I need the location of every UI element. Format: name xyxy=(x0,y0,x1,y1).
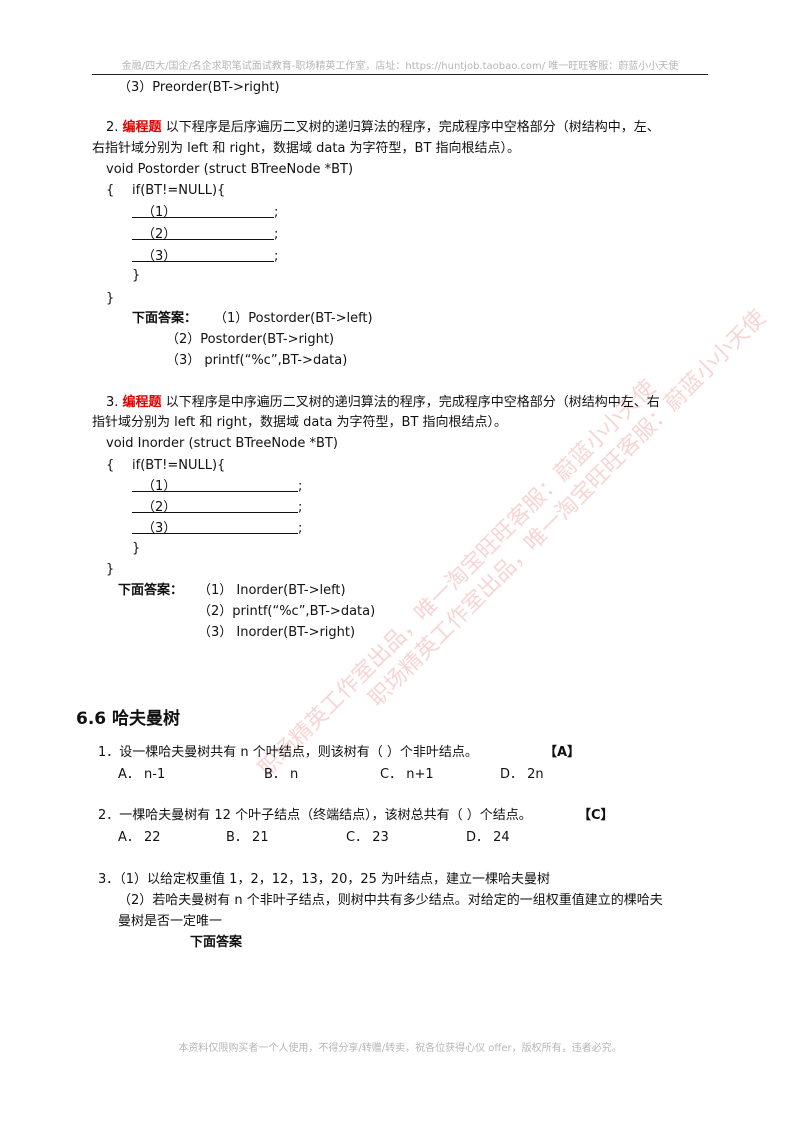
q2-close-inner: } xyxy=(132,268,141,283)
h3-answer-label: 下面答案 xyxy=(190,935,243,950)
q2-blank-3: （3）; xyxy=(132,247,278,267)
q3-number: 3. xyxy=(106,395,119,410)
q3-answer-2: （2）printf(“%c”,BT->data) xyxy=(198,604,376,619)
q3-code-signature: void Inorder (struct BTreeNode *BT) xyxy=(106,436,338,451)
q2-answer-3: （3） printf(“%c”,BT->data) xyxy=(166,353,348,368)
h1-option-b: B． n xyxy=(264,767,299,782)
q3-open-brace: { xyxy=(106,458,115,473)
q3-line2: 指针域分别为 left 和 right，数据域 data 为字符型，BT 指向根… xyxy=(92,415,508,430)
q3-blank-1: （1）; xyxy=(132,477,302,497)
h3-line2: （2）若哈夫曼树有 n 个非叶子结点，则树中共有多少结点。对给定的一组权重值建立… xyxy=(118,893,663,908)
h1-option-d: D． 2n xyxy=(500,767,544,782)
page-header: 金融/四大/国企/名企求职笔试面试教育-职场精英工作室，店址：https://h… xyxy=(121,61,679,72)
q3-blank-3: （3）; xyxy=(132,519,302,539)
q3-close-inner: } xyxy=(132,541,141,556)
q2-answer-2: （2）Postorder(BT->right) xyxy=(166,332,335,347)
h1-option-a: A． n-1 xyxy=(118,767,166,782)
h2-option-a: A． 22 xyxy=(118,830,161,845)
q2-if-line: if(BT!=NULL){ xyxy=(132,183,226,198)
q2-answer-label: 下面答案： xyxy=(132,311,198,326)
h1-option-c: C． n+1 xyxy=(380,767,434,782)
q2-blank-1: （1）; xyxy=(132,203,278,223)
q3-line1: 3. 编程题 以下程序是中序遍历二叉树的递归算法的程序，完成程序中空格部分（树结… xyxy=(106,393,660,413)
q2-close-outer: } xyxy=(106,291,115,306)
q3-answer-label: 下面答案： xyxy=(118,583,184,598)
h2-option-c: C． 23 xyxy=(346,830,389,845)
header-divider xyxy=(92,74,708,75)
q1-answer-3: （3）Preorder(BT->right) xyxy=(118,80,280,95)
h2-option-d: D． 24 xyxy=(466,830,510,845)
q2-answer-1: （1）Postorder(BT->left) xyxy=(214,311,373,326)
q2-text1: 以下程序是后序遍历二叉树的递归算法的程序，完成程序中空格部分（树结构中，左、 xyxy=(161,120,660,135)
q2-tag: 编程题 xyxy=(122,120,162,135)
q3-answer-1: （1） Inorder(BT->left) xyxy=(198,583,346,598)
q2-number: 2. xyxy=(106,120,119,135)
q2-line2: 右指针域分别为 left 和 right，数据域 data 为字符型，BT 指向… xyxy=(92,141,521,156)
h2-option-b: B． 21 xyxy=(226,830,269,845)
h2-stem: 2．一棵哈夫曼树有 12 个叶子结点（终端结点），该树总共有（ ）个结点。 xyxy=(98,808,532,823)
h1-answer: 【A】 xyxy=(544,745,581,760)
q3-tag: 编程题 xyxy=(122,395,162,410)
q2-line1: 2. 编程题 以下程序是后序遍历二叉树的递归算法的程序，完成程序中空格部分（树结… xyxy=(106,118,660,138)
h2-answer: 【C】 xyxy=(578,808,614,823)
q3-answer-3: （3） Inorder(BT->right) xyxy=(198,625,356,640)
h3-line1: 3．（1）以给定权重值 1，2，12，13，20，25 为叶结点，建立一棵哈夫曼… xyxy=(98,872,551,887)
page-footer: 本资料仅限购买者一个人使用，不得分享/转赠/转卖，祝各位获得心仪 offer，版… xyxy=(178,1043,622,1054)
q2-open-brace: { xyxy=(106,183,115,198)
q3-text1: 以下程序是中序遍历二叉树的递归算法的程序，完成程序中空格部分（树结构中左、右 xyxy=(161,395,660,410)
q2-blank-2: （2）; xyxy=(132,225,278,245)
h1-stem: 1．设一棵哈夫曼树共有 n 个叶结点，则该树有（ ）个非叶结点。 xyxy=(98,745,478,760)
q2-code-signature: void Postorder (struct BTreeNode *BT) xyxy=(106,162,354,177)
watermark: 职场精英工作室出品，唯一淘宝旺旺客服：蔚蓝小小天使 xyxy=(364,305,771,712)
section-title: 6.6 哈夫曼树 xyxy=(76,709,181,729)
h3-line3: 曼树是否一定唯一 xyxy=(118,914,223,929)
q3-close-outer: } xyxy=(106,562,115,577)
q3-if-line: if(BT!=NULL){ xyxy=(132,458,226,473)
q3-blank-2: （2）; xyxy=(132,498,302,518)
